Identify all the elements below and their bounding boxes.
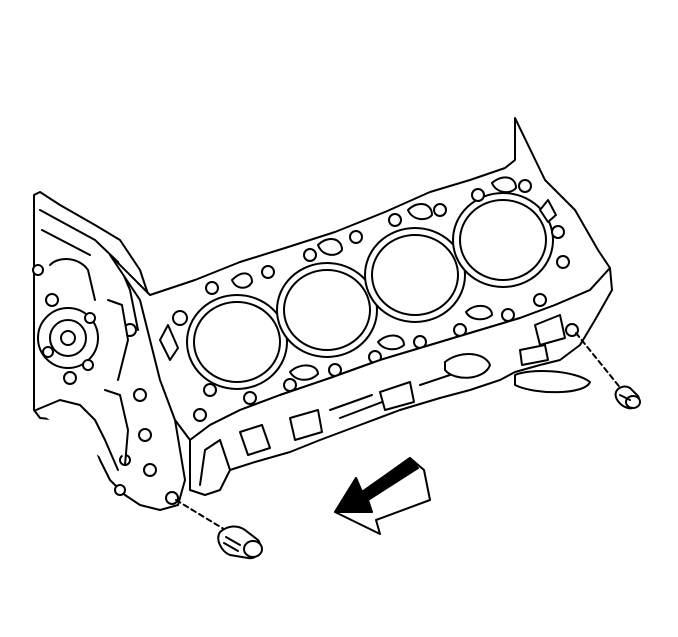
plug-front — [175, 499, 263, 560]
cylinder-deck — [109, 117, 611, 441]
front-timing-cover — [32, 191, 186, 511]
plug-rear — [575, 332, 641, 410]
block-lower-side — [165, 267, 613, 505]
direction-arrow-icon — [334, 457, 431, 535]
